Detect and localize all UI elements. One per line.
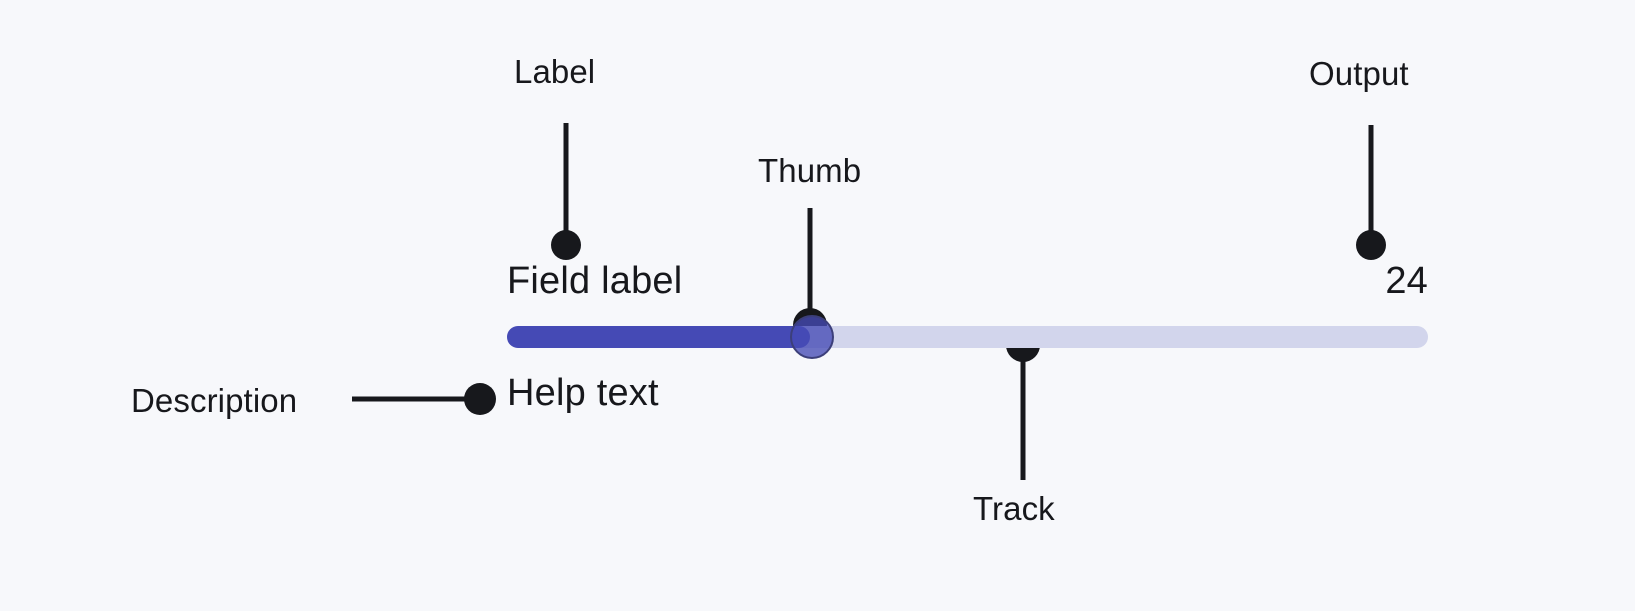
slider-field-label: Field label	[507, 260, 683, 302]
callout-label-track: Track	[973, 490, 1055, 527]
callout-label-output: Output	[1309, 55, 1409, 92]
callout-label-label: Label	[514, 53, 596, 90]
slider-track-fill	[507, 326, 810, 348]
callout-label-thumb: Thumb	[758, 152, 862, 189]
callout-dot-output	[1356, 230, 1386, 260]
callout-dot-description	[464, 383, 496, 415]
callout-label-description: Description	[131, 382, 298, 419]
slider-output-value: 24	[1385, 260, 1428, 302]
slider-track[interactable]	[507, 326, 1428, 348]
slider-control[interactable]	[507, 315, 1428, 359]
slider-thumb[interactable]	[790, 315, 834, 359]
slider-help-text: Help text	[507, 372, 659, 414]
callout-dot-label	[551, 230, 581, 260]
